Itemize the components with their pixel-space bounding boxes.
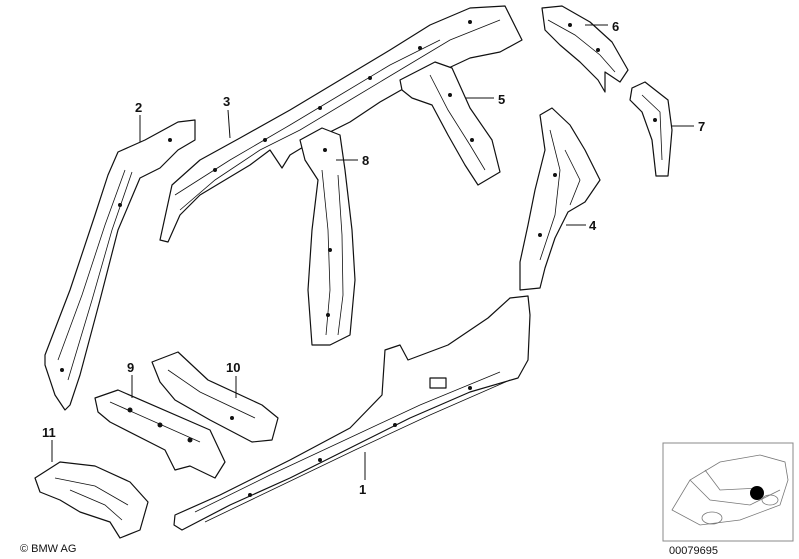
part-2-a-pillar[interactable] bbox=[44, 119, 196, 411]
callout-3: 3 bbox=[223, 94, 230, 109]
location-marker-icon bbox=[750, 486, 764, 500]
part-6-rear-upper-frame[interactable] bbox=[541, 5, 629, 93]
callout-2: 2 bbox=[135, 100, 142, 115]
callout-8: 8 bbox=[362, 153, 369, 168]
part-11-bracket[interactable] bbox=[34, 461, 149, 539]
part-4-rear-inner-panel[interactable] bbox=[519, 107, 601, 291]
part-8-b-pillar[interactable] bbox=[299, 127, 356, 346]
callout-1: 1 bbox=[359, 482, 366, 497]
callout-10: 10 bbox=[226, 360, 240, 375]
part-7-c-pillar[interactable] bbox=[629, 81, 673, 177]
callout-4: 4 bbox=[589, 218, 597, 233]
copyright-text: © BMW AG bbox=[20, 543, 76, 555]
diagram-number: 00079695 bbox=[669, 545, 718, 557]
callout-7: 7 bbox=[698, 119, 705, 134]
part-9-cross-member[interactable] bbox=[94, 389, 226, 479]
callout-6: 6 bbox=[612, 19, 619, 34]
part-10-seat-cross-member[interactable] bbox=[151, 351, 279, 443]
callout-11: 11 bbox=[42, 425, 56, 440]
callout-9: 9 bbox=[127, 360, 134, 375]
part-1-side-sill[interactable] bbox=[173, 295, 531, 531]
vehicle-locator-thumbnail bbox=[662, 442, 794, 542]
callout-labels: 1 2 3 4 5 6 7 8 9 10 11 bbox=[42, 19, 705, 497]
part-5-reinforcement[interactable] bbox=[399, 61, 501, 186]
leader-lines bbox=[51, 24, 694, 480]
callout-5: 5 bbox=[498, 92, 505, 107]
